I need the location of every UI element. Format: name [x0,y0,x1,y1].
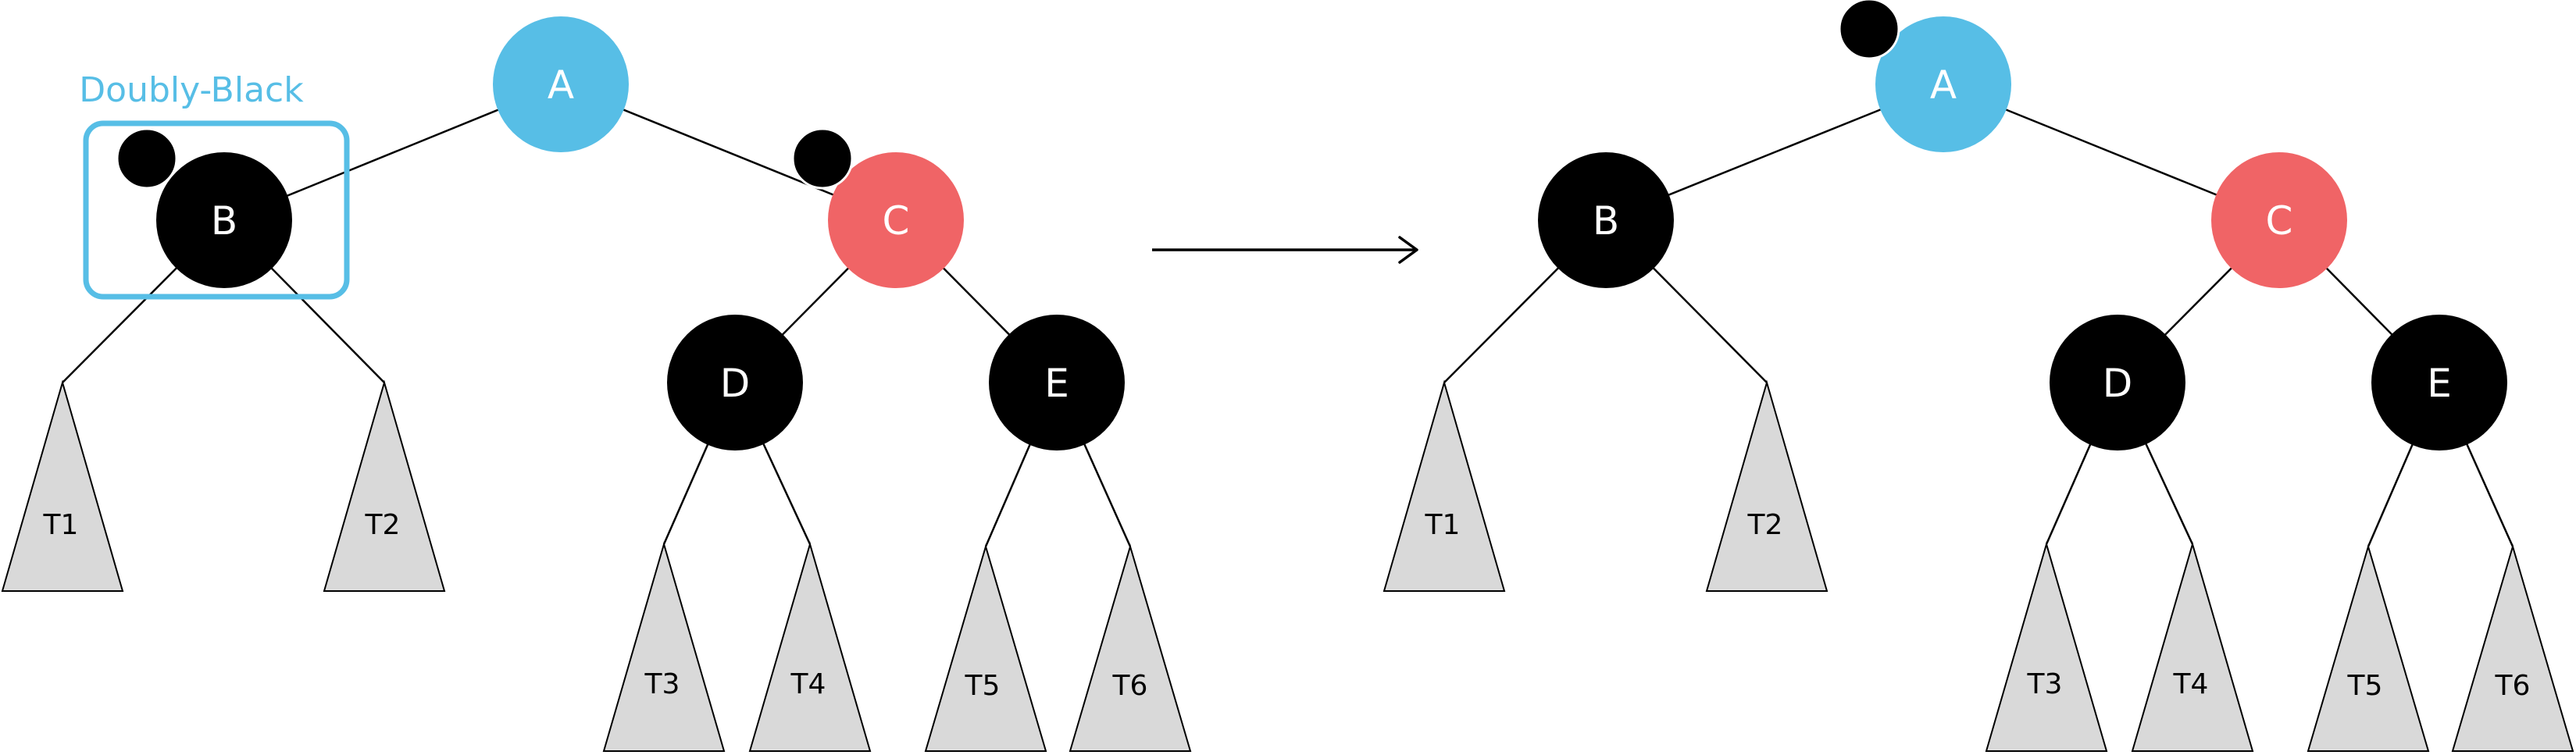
node-a-label: A [1930,62,1957,108]
node-c: C [791,127,964,288]
before-tree: T1 T2 T3 T4 T5 T6 Doubly-Black A [1,16,1192,752]
extra-black-token [116,127,178,190]
subtree-t4-label: T4 [790,668,826,700]
subtree-t5: T5 [924,543,1047,752]
subtree-t4: T4 [2131,541,2254,752]
subtree-t5: T5 [2307,543,2430,752]
subtree-t1: T1 [1,379,124,592]
node-d: D [667,315,803,451]
node-c-label: C [883,198,910,244]
subtree-t6: T6 [1069,543,1192,752]
subtree-t2: T2 [323,379,446,592]
black-token [791,127,854,190]
subtree-t6: T6 [2451,543,2574,752]
right-arrow-icon [1152,236,1418,264]
node-a-label: A [548,62,574,108]
subtree-t4: T4 [748,541,872,752]
node-e-label: E [2427,361,2452,406]
subtree-t3-label: T3 [2027,668,2063,700]
node-b: B [116,127,292,288]
node-d: D [2050,315,2185,451]
node-a: A [1838,0,2011,152]
subtree-t2: T2 [1705,379,1829,592]
subtree-t5-label: T5 [965,670,1001,702]
node-e-label: E [1044,361,1069,406]
subtree-t5-label: T5 [2347,670,2383,702]
node-d-label: D [2103,361,2133,406]
subtree-t6-label: T6 [1112,670,1148,702]
subtree-t1: T1 [1383,379,1506,592]
subtree-t6-label: T6 [2495,670,2531,702]
node-b: B [1538,152,1674,288]
subtree-t4-label: T4 [2173,668,2209,700]
node-e: E [989,315,1125,451]
extra-black-token [1838,0,1900,60]
subtree-t2-label: T2 [1747,509,1783,541]
node-c: C [2211,152,2347,288]
subtree-t1-label: T1 [43,509,79,541]
node-c-label: C [2266,198,2293,244]
doubly-black-label: Doubly-Black [79,70,304,110]
subtree-t3-label: T3 [644,668,680,700]
subtree-t2-label: T2 [365,509,401,541]
doubly-black-highlight [83,120,350,300]
subtree-t3: T3 [1985,541,2108,752]
after-tree: T1 T2 T3 T4 T5 T6 A B [1383,0,2574,752]
node-d-label: D [720,361,751,406]
node-b-label: B [1593,198,1619,244]
node-b-label: B [211,198,237,244]
node-e: E [2371,315,2507,451]
subtree-t1-label: T1 [1425,509,1461,541]
subtree-t3: T3 [602,541,726,752]
node-a: A [493,16,629,152]
